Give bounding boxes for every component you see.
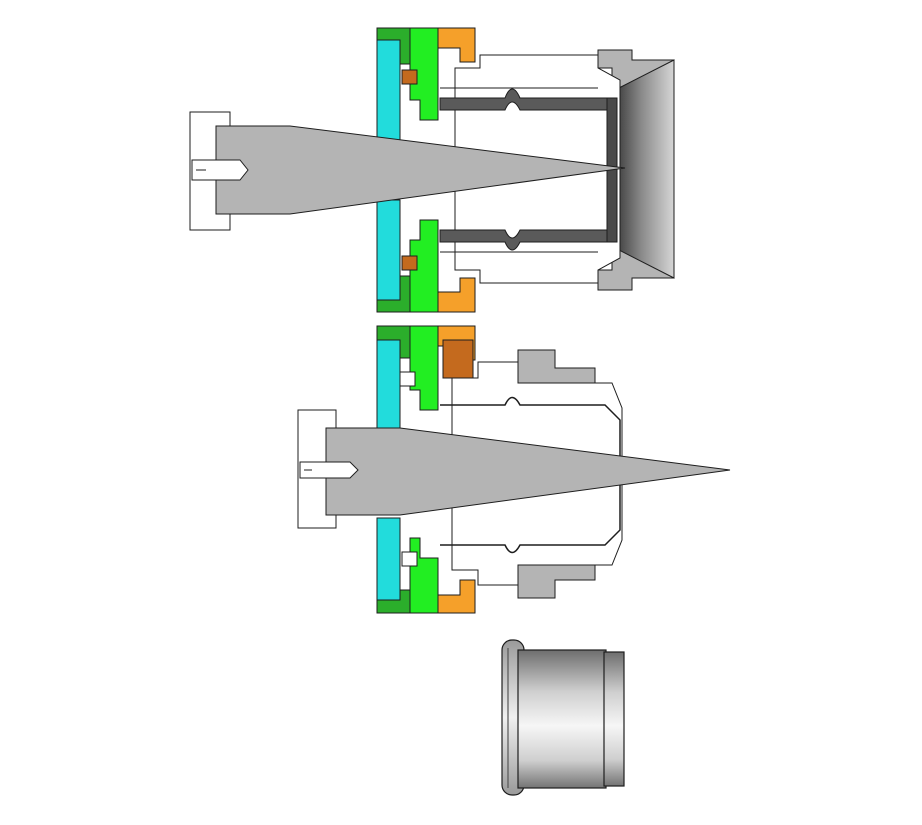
lower-ejector-pin [299,461,359,479]
upper-punch-cone [215,125,626,215]
upper-copper-block-bottom [401,255,418,271]
upper-ring-orange [437,27,476,313]
formed-part-step [603,651,625,787]
lower-white-block-bottom [401,551,418,567]
upper-ejector-pin [191,159,249,181]
lower-assembly [297,325,731,614]
formed-part-body [517,649,607,789]
lower-punch-cone [325,427,731,516]
lower-white-block-top [399,371,416,387]
formed-part [501,639,625,796]
lower-copper-block [442,339,474,379]
upper-die-bell [614,59,675,279]
upper-assembly [189,27,675,313]
upper-copper-block-top [401,69,418,85]
